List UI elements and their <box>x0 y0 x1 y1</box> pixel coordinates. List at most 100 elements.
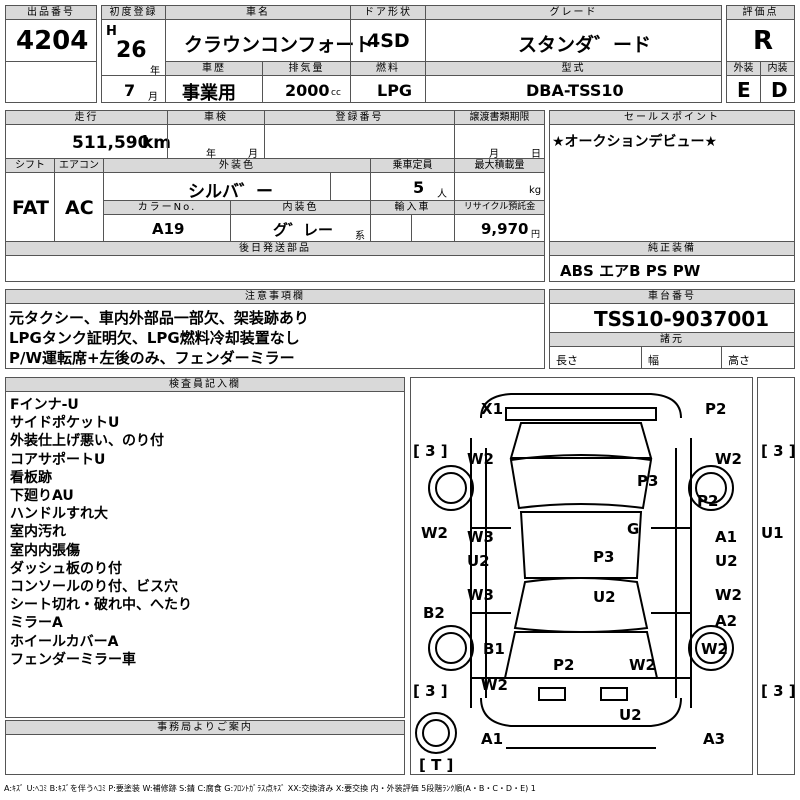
equipment-label: 純正装備 <box>549 241 795 256</box>
inspector-line: コンソールのり付、ビス穴 <box>10 579 178 595</box>
mark-w2e: W2 <box>629 656 656 674</box>
fuel-cell: LPG <box>350 75 426 103</box>
mark-p3a: P3 <box>637 472 659 490</box>
mark-a3: A3 <box>703 730 726 748</box>
color: シルバ゛ー <box>188 182 273 202</box>
seats-label: 乗車定員 <box>370 158 455 173</box>
length-cell: 長さ <box>549 346 642 369</box>
tire-mark-3: [ 3 ] <box>413 682 448 700</box>
transfer-label: 譲渡書類期限 <box>454 110 545 125</box>
notes-label: 注意事項欄 <box>5 289 545 304</box>
grade-label: グレード <box>425 5 722 20</box>
lot-no: 4204 <box>16 26 89 56</box>
office-cell <box>5 734 405 775</box>
mark-a1b: A1 <box>481 730 504 748</box>
mark-w3b: W3 <box>467 586 494 604</box>
mark-w2d: W2 <box>715 586 742 604</box>
mark-u2b: U2 <box>715 552 738 570</box>
mileage-unit: km <box>142 133 172 153</box>
damage-diagram: X1 P2 [ 3 ] [ 3 ] W2 W2 P3 P2 W2 W3 G A1… <box>410 377 796 775</box>
car-name-label: 車名 <box>165 5 351 20</box>
displacement-label: 排気量 <box>262 61 351 76</box>
history: 事業用 <box>182 83 236 104</box>
recycle-unit: 円 <box>531 230 541 240</box>
inspection-label: 車検 <box>167 110 265 125</box>
height-label: 高さ <box>728 354 750 367</box>
tire-mark-2: [ 3 ] <box>761 442 796 460</box>
lot-no-cell: 4204 <box>5 19 97 62</box>
car-name: クラウンコンフォート <box>184 34 374 56</box>
inspector-line: 室内汚れ <box>10 524 66 541</box>
color-cell: シルバ゛ー <box>103 172 331 202</box>
import-label: 輸入車 <box>370 200 455 215</box>
mark-w2c: W2 <box>421 524 448 542</box>
office-label: 事務局よりご案内 <box>5 720 405 735</box>
seats-cell: 5 人 <box>370 172 455 201</box>
mark-w2a: W2 <box>467 450 494 468</box>
first-reg-cell: H 26 年 <box>101 19 166 77</box>
mark-a2: A2 <box>715 612 738 630</box>
mark-p2c: P2 <box>553 656 575 674</box>
inspector-line: フェンダーミラー車 <box>10 651 136 668</box>
tire-mark-spare: [ T ] <box>419 756 454 774</box>
displacement-cell: 2000 cc <box>262 75 351 103</box>
car-outline <box>415 393 734 754</box>
load-cell: kg <box>454 172 545 201</box>
mark-x1: X1 <box>481 400 504 418</box>
mark-u2c: U2 <box>593 588 616 606</box>
load-label: 最大積載量 <box>454 158 545 173</box>
mark-a1a: A1 <box>715 528 738 546</box>
inspector-line: 看板跡 <box>10 469 52 486</box>
reg-month: 7 <box>124 81 136 100</box>
height-cell: 高さ <box>721 346 795 369</box>
model: DBA-TSS10 <box>526 81 624 100</box>
mark-p3b: P3 <box>593 548 615 566</box>
reg-no-label: 登録番号 <box>264 110 455 125</box>
ac-label: エアコン <box>54 158 104 173</box>
import-cell-b <box>411 214 455 242</box>
mark-w2b: W2 <box>715 450 742 468</box>
lot-no-extra <box>5 61 97 103</box>
score: R <box>753 26 774 56</box>
chassis-label: 車台番号 <box>549 289 795 304</box>
note-line: P/W運転席+左後のみ、フェンダーミラー <box>9 349 295 367</box>
shift-label: シフト <box>5 158 55 173</box>
import-cell-a <box>370 214 412 242</box>
int-cell: D <box>760 75 795 103</box>
door-label: ドア形状 <box>350 5 426 20</box>
equipment-cell: ABS エアB PS PW <box>549 255 795 282</box>
reg-month-cell: 7 月 <box>101 75 166 103</box>
width-cell: 幅 <box>641 346 722 369</box>
first-reg-label: 初度登録 <box>101 5 166 20</box>
seats-unit: 人 <box>437 189 447 200</box>
interior-color: グ゛レー <box>273 221 334 239</box>
inspector-line: コアサポートU <box>10 451 106 468</box>
transfer-cell: 月 日 <box>454 124 545 160</box>
inspector-line: シート切れ・破れ中、へたり <box>10 597 192 614</box>
mark-p2a: P2 <box>705 400 727 418</box>
mileage: 511,590 <box>72 133 150 153</box>
width-label: 幅 <box>648 354 659 367</box>
shift: FAT <box>12 197 49 219</box>
interior-color-label: 内装色 <box>230 200 371 215</box>
int-score: D <box>771 78 788 102</box>
tire-mark-1: [ 3 ] <box>413 442 448 460</box>
inspector-line: 室内内張傷 <box>10 542 80 559</box>
reg-year: 26 <box>116 38 147 63</box>
month-unit: 月 <box>148 92 158 103</box>
recycle-label: リサイクル預託金 <box>454 200 545 215</box>
interior-color-unit: 系 <box>355 231 365 242</box>
interior-color-cell: グ゛レー 系 <box>230 214 371 242</box>
chassis-no: TSS10-9037001 <box>594 307 770 331</box>
inspector-line: Fインナ-U <box>10 397 79 413</box>
fuel: LPG <box>377 81 413 100</box>
later-parts-label: 後日発送部品 <box>5 241 545 256</box>
car-name-cell: クラウンコンフォート <box>165 19 373 62</box>
transfer-day-unit: 日 <box>531 149 541 160</box>
score-cell: R <box>726 19 795 62</box>
inspector-line: 下廻りAU <box>10 488 74 504</box>
recycle: 9,970 <box>481 220 529 238</box>
dims-label: 諸元 <box>549 332 795 347</box>
grade: スタンダ゛ード <box>518 34 652 56</box>
